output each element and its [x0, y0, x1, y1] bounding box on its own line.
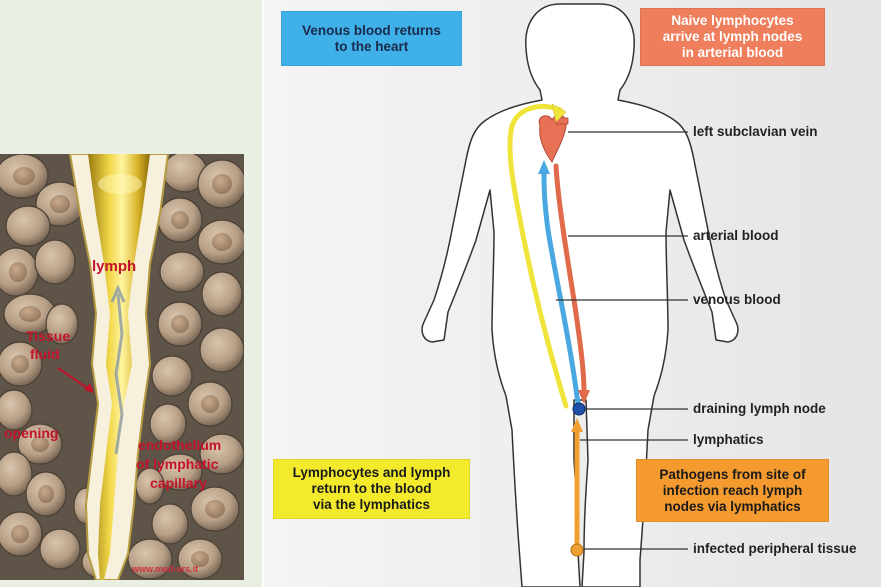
tissue-fluid-arrowhead	[84, 383, 94, 393]
opening-label: opening	[4, 425, 58, 441]
tissue-cells	[0, 154, 244, 580]
naive-lymphocytes-callout: Naive lymphocytes arrive at lymph nodes …	[640, 8, 825, 66]
venous-blood-label: venous blood	[693, 292, 781, 307]
pathogens-callout: Pathogens from site of infection reach l…	[636, 459, 829, 522]
heart-icon	[538, 114, 567, 164]
callout-line: to the heart	[334, 38, 409, 54]
venous-return-callout: Venous blood returns to the heart	[281, 11, 462, 66]
draining-lymph-node-label: draining lymph node	[693, 401, 826, 416]
callout-line: nodes via lymphatics	[664, 498, 801, 514]
arterial-arrowhead	[578, 390, 590, 404]
left-subclavian-vein-label: left subclavian vein	[693, 124, 818, 139]
fluid-label: fluid	[30, 346, 60, 362]
pathogen-arrowhead	[571, 418, 583, 432]
lymphatic-capillary	[68, 154, 170, 580]
callout-line: via the lymphatics	[312, 497, 431, 512]
callout-line: Lymphocytes and lymph	[292, 465, 451, 480]
callout-line: Naive lymphocytes	[671, 13, 794, 28]
callout-line: in arterial blood	[681, 45, 784, 60]
lymphatic-arrowhead	[551, 103, 567, 123]
callout-line: return to the blood	[311, 481, 432, 496]
lymphatic-return-path	[507, 104, 569, 409]
callout-line: Pathogens from site of	[659, 466, 806, 482]
capillary-label: capillary	[150, 475, 207, 491]
leader-lines	[556, 131, 688, 550]
human-silhouette	[421, 3, 739, 587]
lymph-label: lymph	[92, 258, 136, 275]
lymph-node-marker	[572, 402, 586, 416]
panel-divider	[262, 0, 264, 587]
arterial-blood-label: arterial blood	[693, 228, 779, 243]
lymph-return-callout: Lymphocytes and lymph return to the bloo…	[273, 459, 470, 519]
callout-line: Venous blood returns	[302, 22, 441, 38]
infected-peripheral-tissue-label: infected peripheral tissue	[693, 541, 857, 556]
callout-line: infection reach lymph	[662, 482, 803, 498]
venous-blood-path	[541, 169, 581, 407]
venous-arrowhead	[538, 160, 550, 174]
callout-line: arrive at lymph nodes	[662, 29, 803, 44]
watermark: www.med-ars.it	[131, 564, 198, 574]
tissue-label: Tissue	[26, 328, 70, 344]
infected-tissue-marker	[570, 543, 584, 557]
lymphatics-label: lymphatics	[693, 432, 764, 447]
of-lymphatic-label: of lymphatic	[136, 456, 219, 472]
tissue-fluid-arrow	[57, 367, 91, 391]
lymphatic-capillary-illustration: lymph Tissue fluid opening endothelium o…	[0, 154, 244, 580]
endothelium-label: endothelium	[138, 437, 221, 453]
